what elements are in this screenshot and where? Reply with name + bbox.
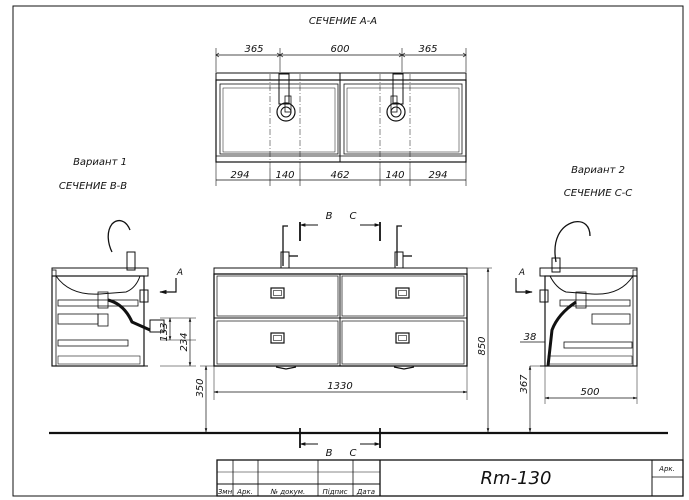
faucet-right [394,225,412,269]
dim-350: 350 [195,378,206,397]
mark-b-bottom: B [326,448,333,459]
section-aa-title: СЕЧЕНИЕ А-А [309,16,377,27]
title-block [216,459,684,497]
dim-365-right: 365 [418,44,437,55]
siphon-left [276,73,296,122]
mark-a-left: A [176,268,183,278]
dim-365-left: 365 [244,44,263,55]
model-title: Rm-130 [481,468,552,489]
drawer-handle [395,332,410,344]
col-date: Дата [356,488,375,496]
drawer-handle [270,287,285,299]
section-cc-title: СЕЧЕНИЕ С-С [564,188,633,199]
mark-a-right: A [518,268,525,278]
dim-140-left: 140 [275,170,294,181]
drawer-handle [270,332,285,344]
dim-1330: 1330 [327,381,352,392]
variant2-label: Вариант 2 [571,165,625,176]
siphon-right [386,73,406,122]
col-doc: № докум. [270,488,306,496]
section-aa-view [215,72,467,168]
top-dimensions [215,48,467,72]
dim-234: 234 [179,332,190,351]
dim-600: 600 [330,44,349,55]
front-view-cabinet [213,225,468,370]
mark-c-bottom: C [350,448,357,459]
dim-500: 500 [580,387,599,398]
drawer-handle [395,287,410,299]
col-sign: Підпис [322,488,347,496]
dim-38: 38 [524,332,537,343]
top-bottom-dimensions [215,162,467,186]
col-zmn: Змн [218,488,233,496]
right-side-section [539,220,638,367]
faucet-left [280,225,298,269]
sheet-label: Арк. [658,465,675,473]
dim-462: 462 [330,170,349,181]
col-ark: Арк. [236,488,253,496]
dim-294-right: 294 [428,170,447,181]
left-vertical-dims [160,317,196,367]
dim-850: 850 [477,336,488,355]
front-dimensions [200,267,492,433]
dim-133: 133 [159,322,170,341]
left-side-section [51,219,165,367]
section-bb-title: СЕЧЕНИЕ В-В [59,181,127,192]
dim-140-right: 140 [385,170,404,181]
variant1-label: Вариант 1 [73,157,127,168]
mark-c-top: C [350,211,357,222]
dim-294-left: 294 [230,170,249,181]
mark-b-top: B [326,211,333,222]
dim-367: 367 [519,374,530,394]
right-dimensions [520,341,638,433]
